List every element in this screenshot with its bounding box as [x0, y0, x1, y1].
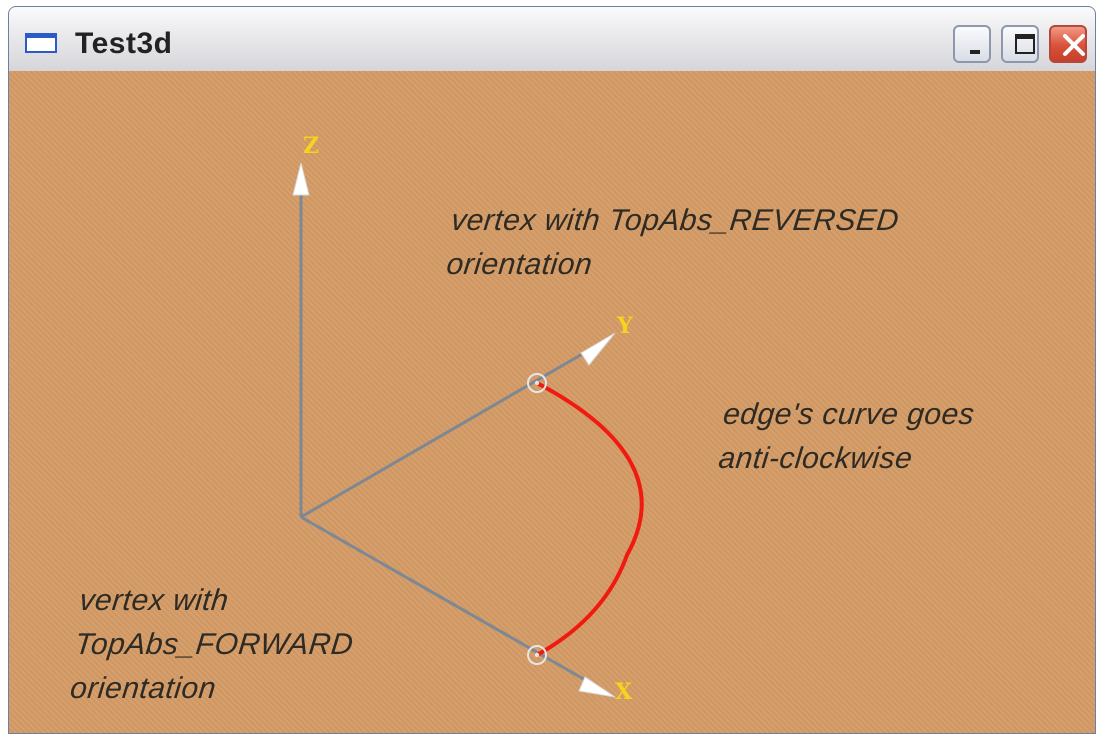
edge-curve: [536, 381, 644, 657]
y-arrow-icon: [580, 332, 616, 366]
annotation-line: anti-clockwise: [717, 442, 915, 475]
annotation-line: vertex with TopAbs_REVERSED: [449, 204, 901, 237]
annotation-reversed-vertex: vertex with TopAbs_REVERSED orientation: [444, 199, 901, 287]
vertex-forward-marker[interactable]: [527, 645, 547, 665]
maximize-icon: [1015, 34, 1035, 54]
annotation-line: orientation: [445, 248, 595, 281]
z-axis-label: Z: [303, 133, 319, 159]
maximize-button[interactable]: [1001, 25, 1039, 63]
title-bar[interactable]: Test3d: [9, 7, 1095, 72]
minimize-icon: [970, 50, 980, 54]
minimize-button[interactable]: [953, 25, 991, 63]
annotation-line: TopAbs_FORWARD: [73, 628, 356, 661]
annotation-line: edge's curve goes: [721, 398, 977, 431]
y-axis-label: Y: [616, 313, 633, 339]
3d-viewport[interactable]: Z Y X vertex with TopAbs_REVERSED orient…: [9, 71, 1095, 733]
annotation-forward-vertex: vertex with TopAbs_FORWARD orientation: [68, 579, 360, 711]
window-icon: [25, 33, 57, 53]
close-button[interactable]: [1049, 25, 1087, 63]
window-title: Test3d: [75, 27, 173, 60]
z-arrow-icon: [292, 162, 310, 196]
x-axis-label: X: [615, 679, 633, 705]
annotation-line: vertex with: [77, 584, 231, 617]
annotation-line: orientation: [68, 672, 218, 705]
x-arrow-icon: [578, 676, 616, 698]
annotation-edge-direction: edge's curve goes anti-clockwise: [716, 393, 976, 481]
close-icon: [1063, 34, 1085, 56]
y-axis: [300, 351, 585, 519]
vertex-reversed-marker[interactable]: [527, 373, 547, 393]
app-window: Test3d Z: [8, 6, 1096, 734]
scene-canvas: Z Y X: [292, 133, 644, 705]
